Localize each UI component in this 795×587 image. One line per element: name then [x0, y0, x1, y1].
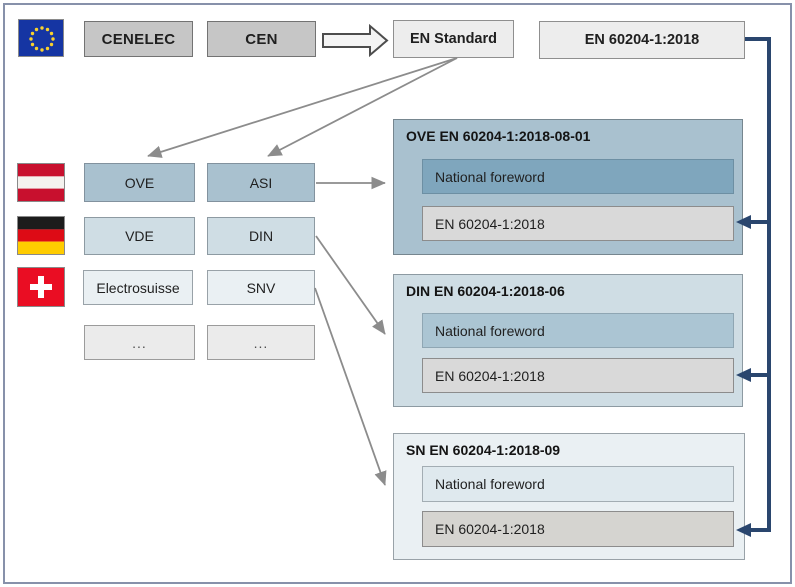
- sn-adoption-block: SN EN 60204-1:2018-09 National foreword …: [393, 433, 745, 560]
- din-box: DIN: [207, 217, 315, 255]
- sn-adoption-title: SN EN 60204-1:2018-09: [406, 442, 561, 458]
- asi-label: ASI: [249, 174, 273, 191]
- din-en-standard-label: EN 60204-1:2018: [435, 367, 545, 384]
- asi-box: ASI: [207, 163, 315, 202]
- ove-label: OVE: [124, 174, 155, 191]
- en-number-connector-line: [745, 37, 771, 532]
- din-adoption-title: DIN EN 60204-1:2018-06: [406, 283, 565, 299]
- din-en-standard-box: EN 60204-1:2018: [422, 358, 734, 393]
- electrosuisse-box: Electrosuisse: [83, 270, 193, 305]
- sn-national-foreword-box: National foreword: [422, 466, 734, 502]
- eu-flag-stars: [29, 26, 55, 52]
- eu-flag-icon: [18, 19, 64, 57]
- snv-box: SNV: [207, 270, 315, 305]
- more-bodies-right-label: ...: [253, 334, 269, 351]
- vde-label: VDE: [125, 228, 154, 244]
- cen-to-en-standard-block-arrow-icon: [322, 23, 389, 58]
- din-label: DIN: [248, 228, 274, 244]
- germany-flag-bands: [18, 217, 64, 254]
- en-number-label: EN 60204-1:2018: [584, 32, 700, 48]
- ove-en-standard-box: EN 60204-1:2018: [422, 206, 734, 241]
- en-standard-box: EN Standard: [393, 20, 514, 58]
- din-adoption-block: DIN EN 60204-1:2018-06 National foreword…: [393, 274, 743, 407]
- sn-en-standard-label: EN 60204-1:2018: [435, 521, 545, 537]
- switzerland-flag-icon: [17, 267, 65, 307]
- din-national-foreword-box: National foreword: [422, 313, 734, 348]
- austria-flag-icon: [17, 163, 65, 202]
- ove-adoption-block: OVE EN 60204-1:2018-08-01 National forew…: [393, 119, 743, 255]
- ove-national-foreword-label: National foreword: [435, 168, 545, 185]
- ove-box: OVE: [84, 163, 195, 202]
- electrosuisse-label: Electrosuisse: [96, 279, 180, 296]
- cenelec-label: CENELEC: [101, 30, 176, 48]
- ove-adoption-title: OVE EN 60204-1:2018-08-01: [406, 128, 591, 144]
- din-national-foreword-label: National foreword: [435, 322, 545, 339]
- snv-label: SNV: [246, 279, 276, 296]
- en-standard-label: EN Standard: [409, 31, 497, 47]
- more-bodies-left-label: ...: [132, 334, 147, 351]
- cen-box: CEN: [207, 21, 316, 57]
- more-bodies-left-box: ...: [84, 325, 195, 360]
- vde-box: VDE: [84, 217, 195, 255]
- switzerland-flag-cross: [18, 268, 64, 306]
- cen-label: CEN: [245, 30, 278, 48]
- sn-en-standard-box: EN 60204-1:2018: [422, 511, 734, 547]
- arrow-snv-to-sn-block: [314, 287, 387, 486]
- austria-flag-bands: [18, 164, 64, 201]
- ove-national-foreword-box: National foreword: [422, 159, 734, 194]
- en-number-box: EN 60204-1:2018: [539, 21, 745, 59]
- more-bodies-right-box: ...: [207, 325, 315, 360]
- ove-en-standard-label: EN 60204-1:2018: [435, 215, 545, 232]
- germany-flag-icon: [17, 216, 65, 255]
- cenelec-box: CENELEC: [84, 21, 193, 57]
- arrow-din-to-din-block: [315, 235, 386, 335]
- sn-national-foreword-label: National foreword: [435, 476, 545, 492]
